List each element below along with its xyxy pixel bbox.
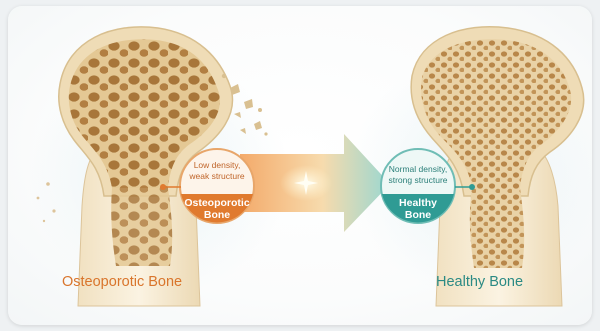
osteoporotic-description-line1: Low density, [181,160,253,171]
osteoporotic-badge-line2: Bone [181,209,253,221]
healthy-badge-line1: Healthy [382,197,454,209]
healthy-caption: Healthy Bone [436,274,523,290]
healthy-description: Normal density, strong structure [378,164,458,186]
osteoporotic-description: Low density, weak structure [181,160,253,182]
osteoporotic-badge-line1: Osteoporotic [181,197,253,209]
healthy-badge-line2: Bone [382,209,454,221]
healthy-description-line1: Normal density, [378,164,458,175]
healthy-badge-label: Healthy Bone [382,197,454,221]
osteoporotic-caption: Osteoporotic Bone [62,274,182,290]
osteoporotic-description-line2: weak structure [181,171,253,182]
healthy-description-line2: strong structure [378,175,458,186]
comparison-card: Low density, weak structure Osteoporotic… [8,6,592,325]
osteoporotic-badge-label: Osteoporotic Bone [181,197,253,221]
